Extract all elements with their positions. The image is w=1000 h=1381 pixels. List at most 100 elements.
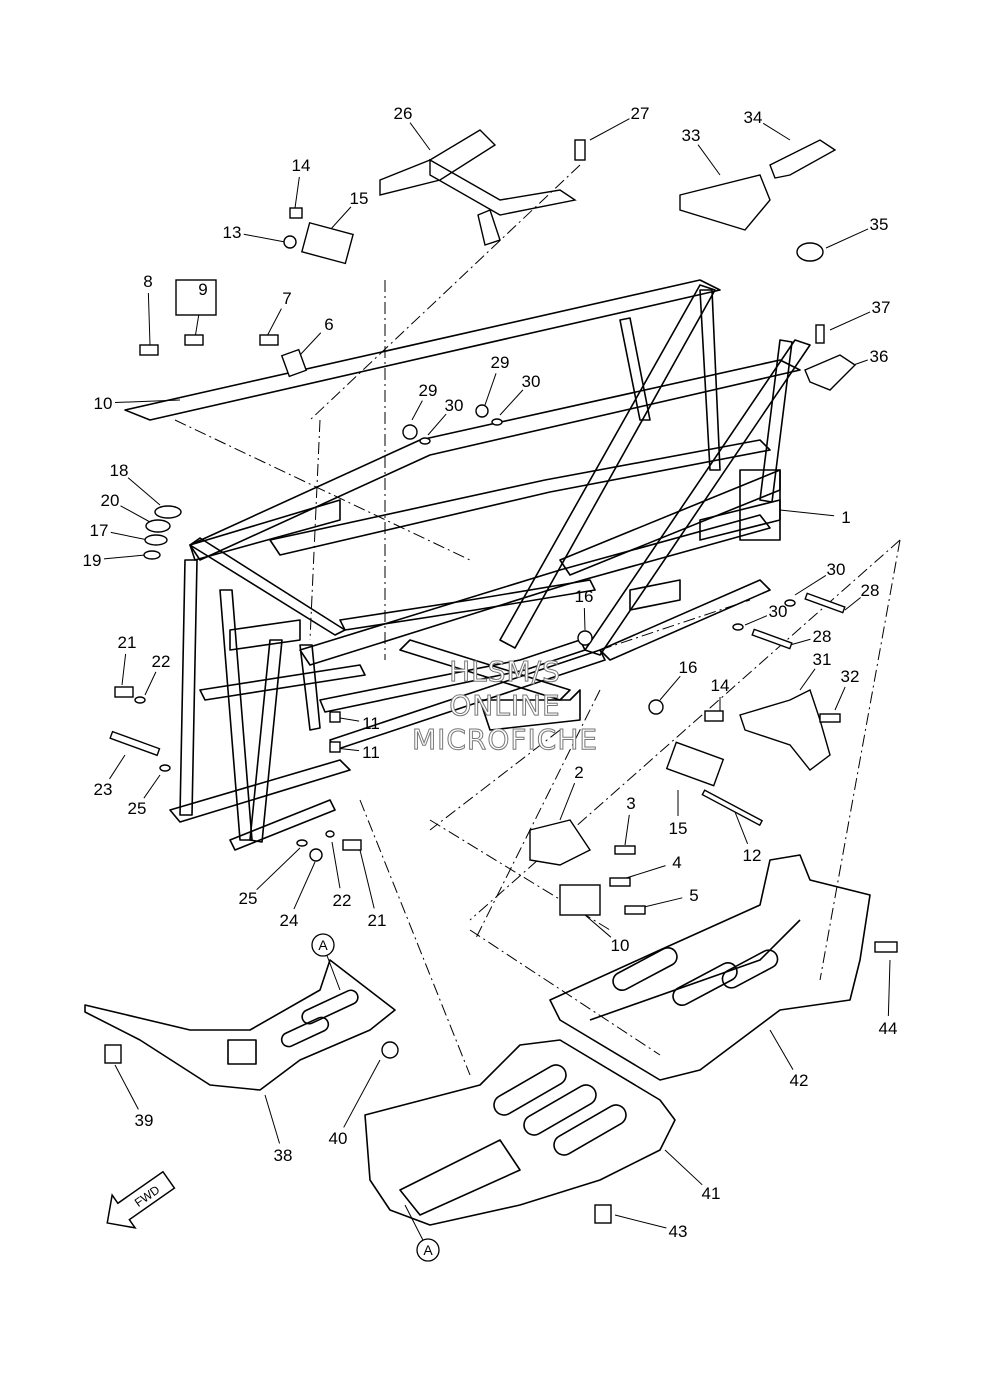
part-label: 16 xyxy=(575,587,594,606)
leader-line xyxy=(779,509,835,517)
reference-line xyxy=(429,729,561,831)
leader-line xyxy=(427,413,447,436)
part-label: 28 xyxy=(861,581,880,600)
part-label: 25 xyxy=(239,889,258,908)
reference-line xyxy=(474,689,601,941)
leader-line xyxy=(264,1094,281,1144)
leader-line xyxy=(339,717,360,722)
part-label: 31 xyxy=(813,650,832,669)
part-label: 16 xyxy=(679,658,698,677)
leader-line xyxy=(409,122,431,151)
leader-line xyxy=(614,1214,667,1229)
part-label: 30 xyxy=(522,372,541,391)
skid-plate-42 xyxy=(549,854,871,1081)
dash-dot-lines xyxy=(174,164,901,1076)
leader-lines xyxy=(103,118,891,1229)
part-label: 28 xyxy=(813,627,832,646)
part-label: 36 xyxy=(870,347,889,366)
part-label: 37 xyxy=(872,298,891,317)
leader-line xyxy=(844,597,861,611)
leader-line xyxy=(127,477,161,506)
part-label: 19 xyxy=(83,551,102,570)
leader-line xyxy=(734,811,749,845)
part-label: 26 xyxy=(394,104,413,123)
part-label: 11 xyxy=(362,743,380,762)
part-label: 22 xyxy=(333,891,352,910)
leader-line xyxy=(144,671,157,696)
small-parts xyxy=(104,129,898,1224)
part-label: 29 xyxy=(419,381,438,400)
part-label: 39 xyxy=(135,1111,154,1130)
part-label: 12 xyxy=(743,846,762,865)
reference-marker: A xyxy=(318,937,328,953)
leader-line xyxy=(697,144,721,176)
leader-line xyxy=(624,814,630,846)
leader-line xyxy=(744,615,768,626)
watermark-line-3: MICROFICHE xyxy=(411,723,599,757)
part-label: 6 xyxy=(324,315,333,334)
reference-line xyxy=(359,799,471,1076)
part-label: 30 xyxy=(445,396,464,415)
part-label: 24 xyxy=(280,911,299,930)
part-label: 42 xyxy=(790,1071,809,1090)
leader-line xyxy=(639,897,683,909)
part-label: 22 xyxy=(152,652,171,671)
part-label: 27 xyxy=(631,104,650,123)
leader-line xyxy=(331,841,341,889)
part-label: 18 xyxy=(110,461,129,480)
reference-marker: A xyxy=(423,1242,433,1258)
part-label: 40 xyxy=(329,1129,348,1148)
part-label: 11 xyxy=(362,714,380,733)
part-label: 13 xyxy=(223,223,242,242)
leader-line xyxy=(559,782,576,821)
part-label: 32 xyxy=(841,667,860,686)
leader-line xyxy=(243,233,286,243)
part-label: 33 xyxy=(682,126,701,145)
leader-line xyxy=(147,292,151,346)
leader-line xyxy=(103,554,146,560)
part-label: 15 xyxy=(350,189,369,208)
leader-line xyxy=(834,686,846,711)
part-label: 10 xyxy=(94,394,113,413)
part-label: 15 xyxy=(669,819,688,838)
reference-line xyxy=(599,599,751,651)
leader-line xyxy=(499,389,524,416)
leader-line xyxy=(343,1059,381,1128)
part-label: 8 xyxy=(143,272,152,291)
leader-line xyxy=(109,754,126,780)
part-label: 2 xyxy=(574,763,583,782)
leader-line xyxy=(589,118,630,141)
reference-line xyxy=(174,419,471,561)
part-label: 44 xyxy=(879,1019,898,1038)
part-label: 38 xyxy=(274,1146,293,1165)
part-label: 21 xyxy=(368,911,387,930)
reference-marker-circle xyxy=(311,933,335,957)
leader-line xyxy=(829,311,871,331)
leader-line xyxy=(329,206,352,231)
part-label: 9 xyxy=(198,280,207,299)
leader-line xyxy=(659,675,681,701)
part-label: 1 xyxy=(841,508,850,527)
reference-line xyxy=(429,819,611,931)
leader-line xyxy=(584,914,612,938)
leader-line xyxy=(799,668,816,691)
leader-line xyxy=(411,400,423,421)
leader-line xyxy=(789,638,811,646)
leader-line xyxy=(484,373,497,406)
leader-line xyxy=(794,575,827,596)
leader-line xyxy=(762,122,791,141)
part-label: 30 xyxy=(827,560,846,579)
leader-line xyxy=(293,861,316,910)
reference-line xyxy=(819,539,901,981)
watermark: HLSM/S ONLINE MICROFICHE xyxy=(390,655,620,757)
fwd-arrow-icon xyxy=(106,1170,176,1229)
part-label: 5 xyxy=(689,886,698,905)
leader-line xyxy=(887,959,891,1017)
part-label: 17 xyxy=(90,521,109,540)
part-label: 41 xyxy=(702,1184,721,1203)
part-label: 29 xyxy=(491,353,510,372)
part-label: 4 xyxy=(672,853,681,872)
leader-line xyxy=(294,176,300,209)
